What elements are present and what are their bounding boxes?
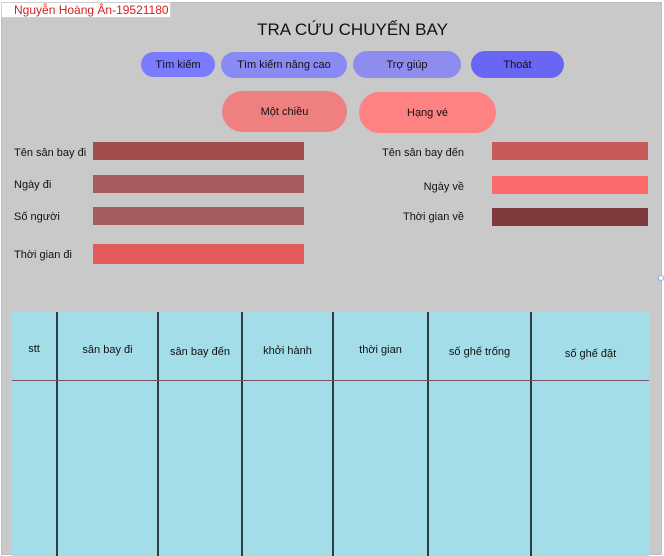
arrival-airport-label: Tên sân bay đến — [382, 147, 464, 159]
return-time-label: Thời gian về — [402, 211, 464, 223]
author-label: Nguyễn Hoàng Ân-19521180 — [1, 2, 171, 18]
column-header-seats-booked[interactable]: số ghế đặt — [564, 348, 617, 360]
column-header-seats-available[interactable]: số ghế trống — [448, 346, 511, 358]
column-divider — [157, 312, 159, 556]
column-header-stt[interactable]: stt — [28, 343, 40, 355]
header-divider — [12, 380, 649, 381]
advanced-search-button[interactable]: Tìm kiếm nâng cao — [221, 52, 347, 78]
return-date-input[interactable] — [492, 176, 648, 194]
departure-date-label: Ngày đi — [14, 179, 52, 191]
one-way-button[interactable]: Một chiều — [222, 91, 347, 132]
departure-time-input[interactable] — [93, 244, 304, 264]
page-title: TRA CỨU CHUYẾN BAY — [257, 20, 448, 39]
column-divider — [56, 312, 58, 556]
column-header-duration[interactable]: thời gian — [359, 344, 402, 356]
return-time-input[interactable] — [492, 208, 648, 226]
departure-time-label: Thời gian đi — [14, 249, 72, 261]
return-date-label: Ngày về — [423, 181, 464, 193]
column-header-arrival-airport[interactable]: sân bay đến — [170, 346, 230, 358]
search-button[interactable]: Tìm kiếm — [141, 52, 215, 77]
column-divider — [530, 312, 532, 556]
passengers-label: Số người — [14, 211, 60, 223]
column-divider — [427, 312, 429, 556]
column-header-departure-airport[interactable]: sân bay đi — [82, 344, 133, 356]
exit-button[interactable]: Thoát — [471, 51, 564, 78]
departure-date-input[interactable] — [93, 175, 304, 193]
flight-results-table[interactable]: stt sân bay đi sân bay đến khởi hành thờ… — [12, 312, 649, 556]
column-header-departure[interactable]: khởi hành — [263, 345, 312, 357]
departure-airport-input[interactable] — [93, 142, 304, 160]
resize-handle[interactable] — [658, 275, 664, 281]
departure-airport-label: Tên sân bay đi — [14, 147, 87, 159]
arrival-airport-input[interactable] — [492, 142, 648, 160]
help-button[interactable]: Trợ giúp — [353, 51, 461, 78]
passengers-input[interactable] — [93, 207, 304, 225]
column-divider — [241, 312, 243, 556]
ticket-class-button[interactable]: Hạng vé — [359, 92, 496, 133]
column-divider — [332, 312, 334, 556]
